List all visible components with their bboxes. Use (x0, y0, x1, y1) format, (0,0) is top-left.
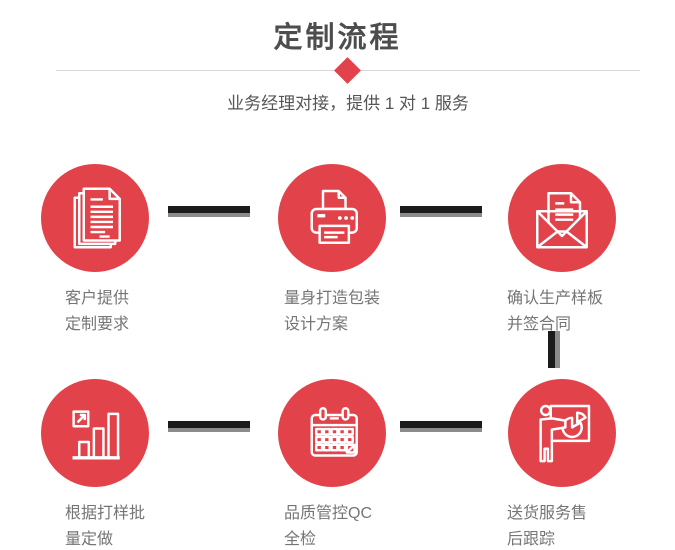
connector-step2-step3 (400, 206, 482, 217)
step-label-5-line1: 品质管控QC (284, 505, 373, 522)
subtitle: 业务经理对接，提供 1 对 1 服务 (227, 94, 469, 113)
step-circle-6 (508, 379, 616, 487)
connector-step1-step2 (168, 206, 250, 217)
step-label-2: 量身打造包装 设计方案 (284, 286, 380, 338)
connector-step3-step6 (548, 331, 560, 368)
step-label-4-line2: 量定做 (65, 531, 114, 548)
step-label-3: 确认生产样板 并签合同 (507, 286, 603, 338)
step-label-1-line1: 客户提供 (65, 290, 130, 307)
step-circle-1 (41, 164, 149, 272)
page-title: 定制流程 (273, 22, 402, 54)
connector-step4-step5 (168, 421, 250, 432)
printer-icon (310, 189, 358, 244)
step-label-5-line2: 全检 (284, 531, 317, 548)
step-circle-5 (278, 379, 386, 487)
step-label-6-line1: 送货服务售 (507, 505, 588, 522)
step-label-1: 客户提供 定制要求 (65, 286, 129, 338)
step-label-3-line1: 确认生产样板 (507, 290, 604, 307)
documents-stack-icon (73, 187, 121, 249)
diamond-icon (334, 57, 361, 84)
step-label-4: 根据打样批 量定做 (65, 501, 145, 550)
step-circle-4 (41, 379, 149, 487)
step-label-5: 品质管控QC 全检 (284, 501, 372, 550)
step-label-4-line1: 根据打样批 (65, 505, 146, 522)
envelope-letter-icon (536, 192, 588, 249)
step-label-6-line2: 后跟踪 (507, 531, 556, 548)
bar-chart-icon (72, 410, 120, 460)
step-circle-2 (278, 164, 386, 272)
step-label-3-line2: 并签合同 (507, 316, 572, 333)
calendar-icon (310, 407, 358, 457)
step-label-2-line2: 设计方案 (284, 316, 349, 333)
presentation-icon (539, 404, 591, 463)
step-label-6: 送货服务售 后跟踪 (507, 501, 587, 550)
step-circle-3 (508, 164, 616, 272)
connector-step5-step6 (400, 421, 482, 432)
step-label-2-line1: 量身打造包装 (284, 290, 381, 307)
step-label-1-line2: 定制要求 (65, 316, 130, 333)
